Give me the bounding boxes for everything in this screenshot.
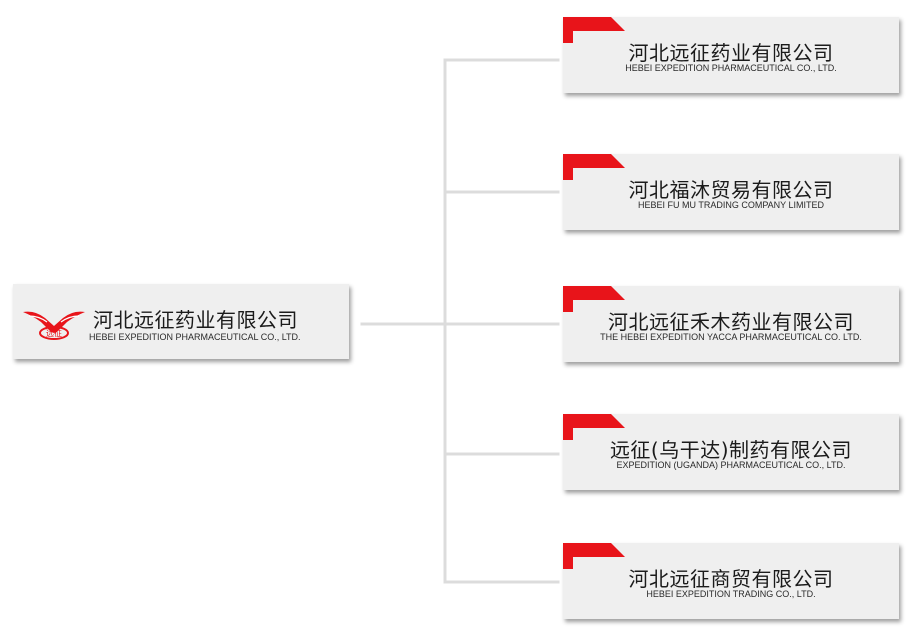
red-corner-tab-icon [563,286,625,312]
subsidiary-card-5: 河北远征商贸有限公司 HEBEI EXPEDITION TRADING CO.,… [563,543,899,619]
subsidiary-name-cn: 远征(乌干达)制药有限公司 [609,438,853,462]
subsidiary-card-4: 远征(乌干达)制药有限公司 EXPEDITION (UGANDA) PHARMA… [563,414,899,490]
subsidiary-card-2: 河北福沐贸易有限公司 HEBEI FU MU TRADING COMPANY L… [563,154,899,230]
subsidiary-name-cn: 河北远征禾木药业有限公司 [608,310,854,334]
subsidiary-name-cn: 河北远征药业有限公司 [628,41,834,65]
subsidiary-name-en: HEBEI EXPEDITION PHARMACEUTICAL CO., LTD… [625,63,837,73]
red-corner-tab-icon [563,414,625,440]
subsidiary-name-cn: 河北远征商贸有限公司 [628,567,834,591]
subsidiary-name-en: HEBEI FU MU TRADING COMPANY LIMITED [637,200,825,210]
subsidiary-card-1: 河北远征药业有限公司 HEBEI EXPEDITION PHARMACEUTIC… [563,17,899,93]
red-corner-tab-icon [563,17,625,43]
red-corner-tab-icon [563,543,625,569]
logo-text: 远征 [46,328,62,338]
subsidiary-name-en: EXPEDITION (UGANDA) PHARMACEUTICAL CO., … [616,460,846,470]
subsidiary-name-en: HEBEI EXPEDITION TRADING CO., LTD. [646,589,816,599]
root-company-card: 远征 河北远征药业有限公司 HEBEI EXPEDITION PHARMACEU… [13,284,349,359]
root-name-en: HEBEI EXPEDITION PHARMACEUTICAL CO., LTD… [89,332,301,342]
red-corner-tab-icon [563,154,625,180]
expedition-wings-logo-icon: 远征 [23,311,85,340]
subsidiary-name-cn: 河北福沐贸易有限公司 [628,178,834,202]
subsidiary-card-3: 河北远征禾木药业有限公司 THE HEBEI EXPEDITION YACCA … [563,286,899,362]
root-name-cn: 河北远征药业有限公司 [93,308,298,332]
subsidiary-name-en: THE HEBEI EXPEDITION YACCA PHARMACEUTICA… [600,332,862,342]
